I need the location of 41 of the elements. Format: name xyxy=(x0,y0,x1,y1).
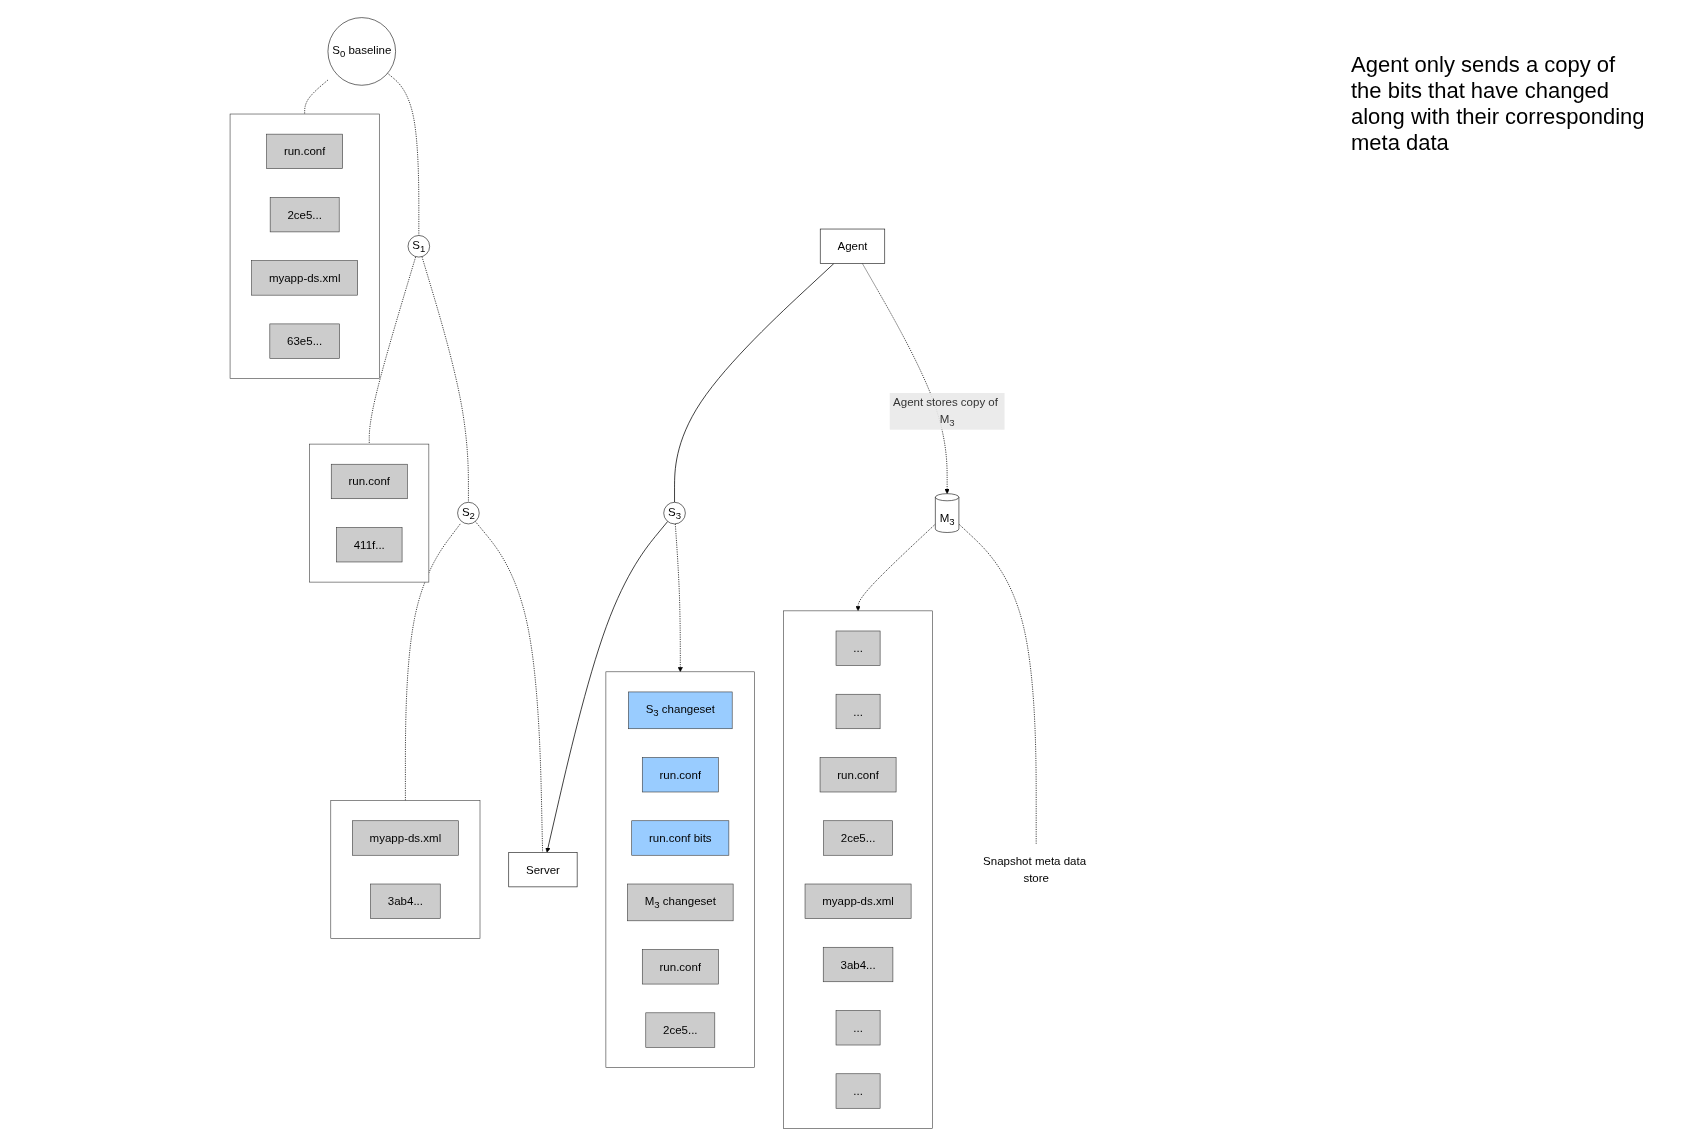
connector xyxy=(387,72,420,236)
connector xyxy=(474,521,543,853)
node-box: run.conf xyxy=(642,949,719,985)
node-box: S$_{3}$ changeset xyxy=(628,691,733,730)
node-circle: S$_{0}$ baseline xyxy=(327,17,396,86)
node-box: myapp-ds.xml xyxy=(251,260,358,296)
node-box: ... xyxy=(835,1073,881,1109)
node-circle: S$_{1}$ xyxy=(407,235,430,258)
node-circle: S$_{2}$ xyxy=(457,502,480,525)
node-box: M$_{3}$ changeset xyxy=(627,883,734,922)
node-box: run.conf xyxy=(642,757,719,793)
node-box: run.conf xyxy=(819,757,897,793)
node-box: ... xyxy=(835,630,881,666)
node-box: ... xyxy=(835,693,881,730)
node-box: Agent xyxy=(819,228,886,264)
node-box: Server xyxy=(508,852,578,888)
node-box: ... xyxy=(835,1010,881,1046)
cluster xyxy=(783,610,933,1129)
node-text: Snapshot meta data store xyxy=(983,854,1087,885)
node-box: run.conf xyxy=(330,463,408,499)
cluster xyxy=(309,443,430,583)
node-box: 3ab4... xyxy=(370,883,441,919)
connector xyxy=(405,523,461,801)
cluster xyxy=(229,113,380,379)
cluster xyxy=(330,800,481,939)
cluster xyxy=(605,671,755,1068)
node-box: myapp-ds.xml xyxy=(804,883,912,919)
connector xyxy=(674,263,835,503)
node-box: 2ce5... xyxy=(269,197,340,233)
note: Agent only sends a copy of the bits that have changed along with their corresponding meta data xyxy=(1351,52,1646,156)
node-box: myapp-ds.xml xyxy=(352,820,459,856)
node-circle: S$_{3}$ xyxy=(663,502,686,525)
node-box: run.conf xyxy=(266,133,343,169)
node-box: 63e5... xyxy=(269,323,340,359)
edge-label: Agent stores copy of M$_{3}$ xyxy=(893,395,998,428)
node-box: 2ce5... xyxy=(823,820,893,856)
node-box: 411f... xyxy=(336,527,403,563)
node-box: run.conf bits xyxy=(631,820,730,856)
node-box: 2ce5... xyxy=(645,1012,716,1048)
node-box: 3ab4... xyxy=(822,946,894,983)
connector xyxy=(421,256,469,503)
